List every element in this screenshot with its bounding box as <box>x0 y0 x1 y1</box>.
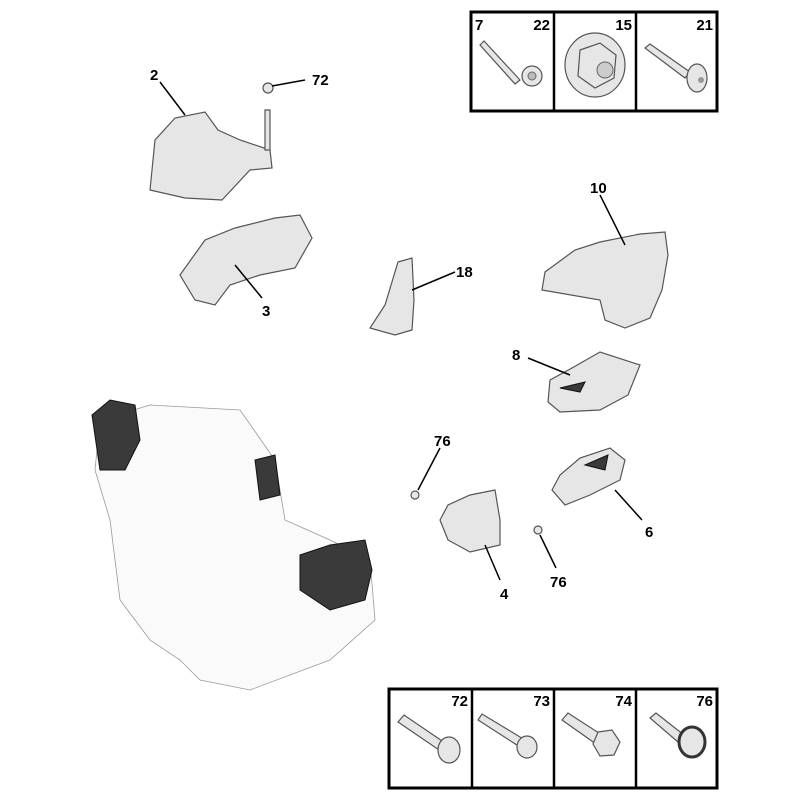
callout-72: 72 <box>312 72 329 89</box>
ref-label: 15 <box>615 17 632 34</box>
ref-label: 74 <box>615 693 632 710</box>
part-4-mount <box>410 489 543 553</box>
engine-assembly <box>91 399 376 691</box>
flange-nut-icon <box>564 32 626 98</box>
part-10-gearbox-mount <box>541 231 669 329</box>
ref-label: 72 <box>451 693 468 710</box>
ref-label: 22 <box>533 17 550 34</box>
washer-screw-icon <box>649 712 707 759</box>
callout-18: 18 <box>456 264 473 281</box>
leader-lines <box>159 79 643 581</box>
self-tapping-screw-icon <box>644 43 708 93</box>
hex-flange-screw-icon <box>561 712 621 757</box>
part-6-torque-rod <box>551 447 626 506</box>
ref-label: 21 <box>696 17 713 34</box>
part-8-support <box>547 351 641 413</box>
fastener-box-bottom: 72 73 74 76 <box>387 687 719 790</box>
part-18-bracket <box>369 257 415 336</box>
ref-label: 7 <box>475 17 483 34</box>
part-2-engine-mount <box>149 82 274 201</box>
callout-4: 4 <box>500 586 509 603</box>
ref-label: 73 <box>533 693 550 710</box>
callout-3: 3 <box>262 303 270 320</box>
callout-8: 8 <box>512 347 520 364</box>
fastener-box-top: 7 22 15 21 <box>469 10 719 113</box>
threaded-screw-icon <box>477 713 538 759</box>
callout-76: 76 <box>434 433 451 450</box>
flange-bolt-icon <box>479 40 543 87</box>
callout-2: 2 <box>150 67 158 84</box>
ref-label: 76 <box>696 693 713 710</box>
callout-76: 76 <box>550 574 567 591</box>
part-3-bracket <box>179 214 313 306</box>
callout-6: 6 <box>645 524 653 541</box>
callout-10: 10 <box>590 180 607 197</box>
torx-flange-bolt-icon <box>397 714 461 764</box>
